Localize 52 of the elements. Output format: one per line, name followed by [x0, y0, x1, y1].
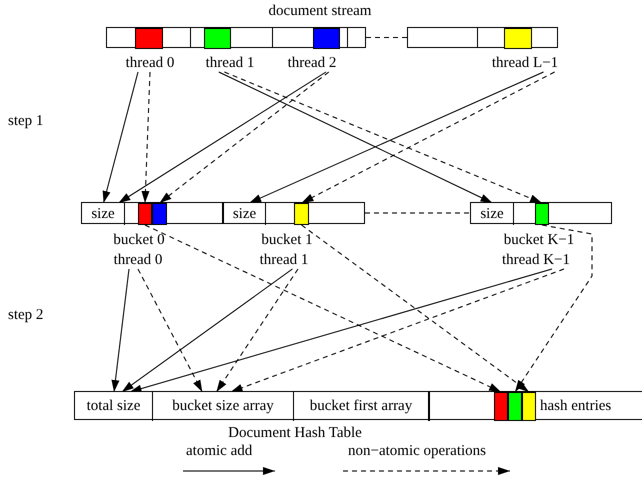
- dashed-arrow: [159, 72, 330, 204]
- arrow: [218, 72, 493, 204]
- dashed-arrow: [216, 268, 298, 392]
- thread-label: thread 1: [256, 252, 312, 269]
- table-caption: Document Hash Table: [227, 425, 363, 442]
- thread-label: thread 1: [202, 55, 258, 72]
- arrow: [129, 268, 552, 392]
- slot-cell: [138, 203, 152, 225]
- stream-title: document stream: [268, 3, 372, 20]
- step-label: step 2: [8, 307, 44, 324]
- slot-cell: [135, 28, 163, 49]
- table-cell: bucket first array: [294, 392, 429, 421]
- dashed-arrow: [141, 72, 150, 204]
- arrow: [102, 72, 138, 204]
- slot-cell: [504, 28, 532, 49]
- slot-cell: [152, 203, 167, 225]
- dashed-arrow: [514, 224, 592, 392]
- dashed-arrow: [301, 72, 556, 204]
- connector-line: [366, 37, 408, 38]
- arrow: [111, 268, 130, 392]
- dashed-arrow: [230, 268, 564, 392]
- legend-label: atomic add: [186, 443, 252, 460]
- slot-cell: [494, 392, 508, 421]
- bucket-label: bucket 0: [112, 232, 166, 249]
- bucket-label: bucket K−1: [502, 232, 576, 249]
- thread-label: thread 0: [120, 55, 180, 72]
- dashed-arrow: [138, 268, 203, 392]
- thread-label: thread 0: [108, 252, 168, 269]
- slot-cell: [313, 28, 340, 49]
- slot-cell: [204, 28, 231, 49]
- slot-cell: [522, 392, 536, 421]
- stream-array: [407, 27, 558, 48]
- thread-label: thread 2: [284, 55, 340, 72]
- slot-cell: [535, 203, 549, 225]
- step-label: step 1: [8, 113, 44, 130]
- cell-label: hash entries: [540, 398, 612, 415]
- connector-line: [364, 212, 470, 214]
- dashed-arrow: [301, 224, 530, 392]
- size-cell: size: [82, 203, 125, 225]
- size-cell: size: [471, 203, 514, 225]
- size-cell: size: [224, 203, 266, 225]
- bucket-label: bucket 1: [260, 232, 314, 249]
- arrow: [118, 72, 326, 204]
- table-cell: bucket size array: [153, 392, 294, 421]
- table-cell: total size: [75, 392, 153, 421]
- slot-cell: [294, 203, 309, 225]
- legend-label: non−atomic operations: [348, 443, 486, 460]
- arrow: [121, 268, 293, 392]
- thread-label: thread L−1: [488, 55, 562, 72]
- thread-label: thread K−1: [496, 252, 576, 269]
- slot-cell: [508, 392, 522, 421]
- dashed-arrow: [144, 224, 502, 392]
